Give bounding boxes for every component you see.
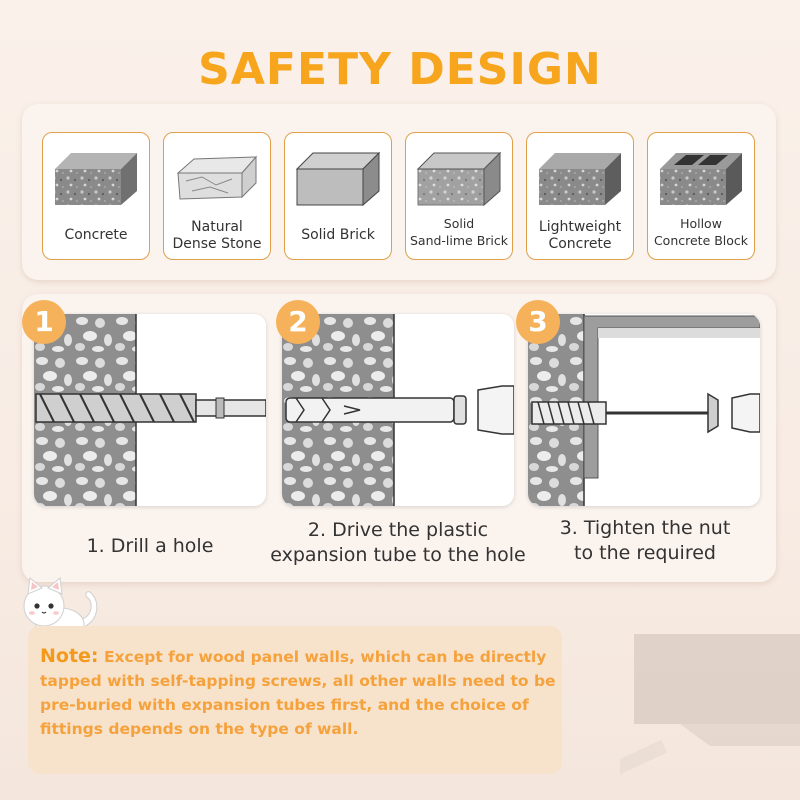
wall-label-line: Concrete <box>548 236 612 252</box>
hollow-block-icon <box>660 153 742 205</box>
note-text: Note: Except for wood panel walls, which… <box>40 644 556 741</box>
solid-brick-icon <box>295 151 381 207</box>
wall-label-line: Concrete <box>64 227 128 243</box>
lightweight-concrete-icon <box>539 153 621 205</box>
page-title: SAFETY DESIGN <box>198 44 602 95</box>
wall-label-line: Sand-lime Brick <box>409 233 509 248</box>
step-caption-line: 3. Tighten the nut <box>559 517 731 539</box>
wall-card-solid-brick: Solid Brick <box>284 132 392 260</box>
wall-label-line: Lightweight <box>538 219 622 235</box>
wall-card-stone: Natural Dense Stone <box>163 132 271 260</box>
wall-label: Natural Dense Stone <box>164 219 270 253</box>
step-number-badge: 2 <box>276 300 320 344</box>
screw-anchor-icon <box>528 314 760 506</box>
step-caption: 1. Drill a hole <box>34 534 266 559</box>
stone-block-icon <box>176 155 258 200</box>
installation-steps-panel: 1 1. Drill a hole 2 2. Drive the plastic… <box>22 294 776 582</box>
wall-label: Concrete <box>43 227 149 244</box>
step-2-illustration <box>282 314 514 506</box>
wall-label-line: Solid Brick <box>301 227 375 243</box>
step-caption-line: to the required <box>574 542 716 564</box>
wall-label: Hollow Concrete Block <box>648 215 754 249</box>
step-caption-line: 2. Drive the plastic <box>307 519 489 541</box>
wall-label: Solid Sand-lime Brick <box>406 215 512 249</box>
wall-card-sand-lime-brick: Solid Sand-lime Brick <box>405 132 513 260</box>
wall-card-hollow-block: Hollow Concrete Block <box>647 132 755 260</box>
wall-label: Lightweight Concrete <box>527 219 633 253</box>
wall-label-line: Hollow <box>680 216 722 231</box>
expansion-tube-icon <box>282 314 514 506</box>
note-box: Note: Except for wood panel walls, which… <box>28 626 562 774</box>
note-label: Note: <box>40 645 99 667</box>
wall-types-panel: Concrete Natural Dense Stone Solid Brick <box>22 104 776 280</box>
wall-label-line: Dense Stone <box>172 236 262 252</box>
step-number-badge: 3 <box>516 300 560 344</box>
wall-card-concrete: Concrete <box>42 132 150 260</box>
step-caption-line: expansion tube to the hole <box>270 544 526 566</box>
wall-label: Solid Brick <box>285 227 391 244</box>
note-body: Except for wood panel walls, which can b… <box>40 648 556 738</box>
background-anchor-icon <box>620 634 800 791</box>
sand-lime-brick-icon <box>416 151 502 207</box>
wall-label-line: Concrete Block <box>653 233 749 248</box>
step-1-illustration <box>34 314 266 506</box>
wall-label-line: Natural <box>191 219 243 235</box>
drill-bit-icon <box>34 314 266 506</box>
step-caption: 3. Tighten the nut to the required <box>522 516 768 566</box>
step-caption: 2. Drive the plastic expansion tube to t… <box>248 518 548 568</box>
concrete-block-icon <box>55 153 137 205</box>
step-number-badge: 1 <box>22 300 66 344</box>
step-caption-line: 1. Drill a hole <box>86 535 214 557</box>
wall-card-lightweight-concrete: Lightweight Concrete <box>526 132 634 260</box>
wall-label-line: Solid <box>443 216 475 231</box>
step-3-illustration <box>528 314 760 506</box>
